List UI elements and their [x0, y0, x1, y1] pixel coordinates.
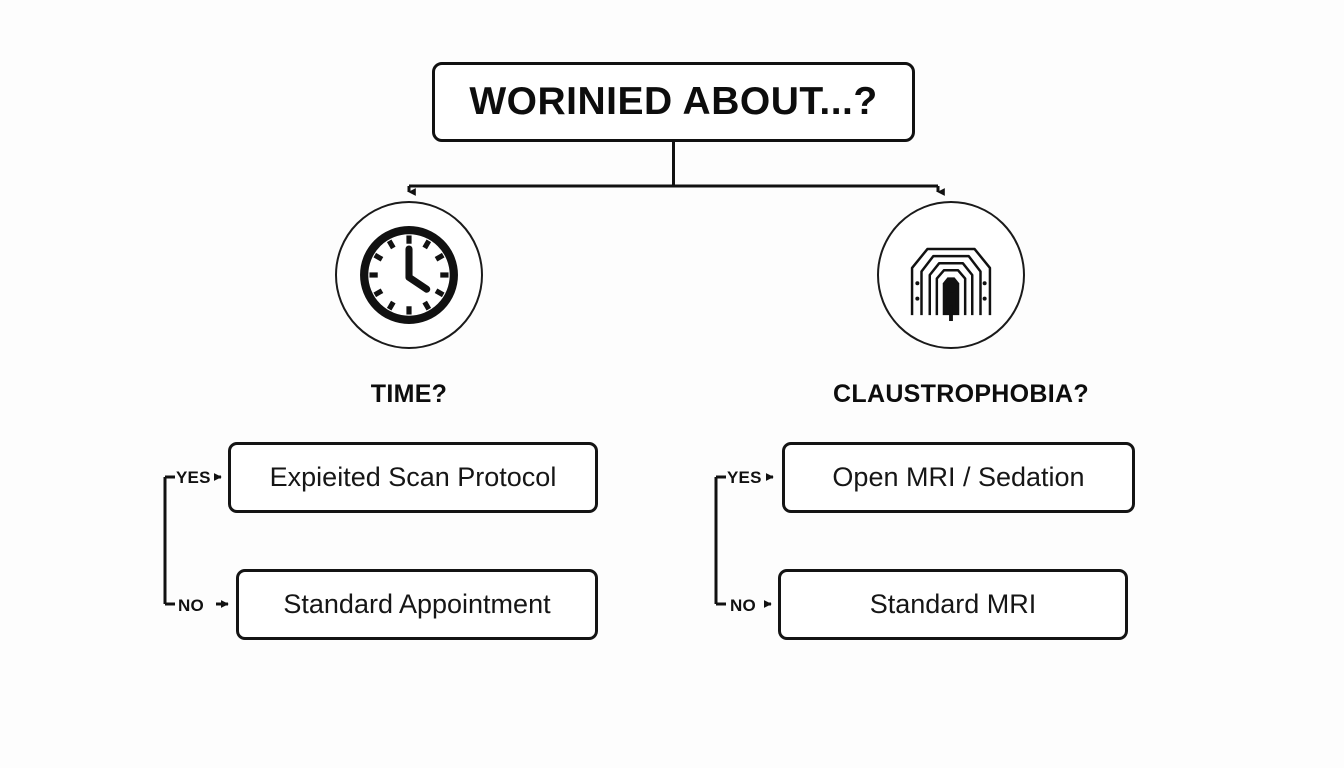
outcome-box-time-no[interactable]: Standard Appointment	[236, 569, 598, 640]
edge-label-claustrophobia-yes: YES	[727, 468, 762, 487]
outcome-label-time-no: Standard Appointment	[283, 589, 551, 619]
edge-label-time-no: NO	[178, 596, 204, 615]
branch-caption-time: TIME?	[370, 380, 448, 408]
clock-icon	[360, 226, 458, 324]
root-question-label: WORINIED ABOUT...?	[469, 80, 878, 123]
outcome-box-claustrophobia-yes[interactable]: Open MRI / Sedation	[782, 442, 1135, 513]
root-question-box[interactable]: WORINIED ABOUT...?	[432, 62, 915, 142]
outcome-box-claustrophobia-no[interactable]: Standard MRI	[778, 569, 1128, 640]
outcome-box-time-yes[interactable]: Expieited Scan Protocol	[228, 442, 598, 513]
branch-caption-claustrophobia: CLAUSTROPHOBIA?	[833, 380, 1089, 408]
outcome-label-claustrophobia-no: Standard MRI	[869, 589, 1037, 619]
branch-icon-claustrophobia[interactable]	[877, 201, 1025, 349]
edge-label-time-yes: YES	[176, 468, 211, 487]
branch-icon-time[interactable]	[335, 201, 483, 349]
outcome-label-claustrophobia-yes: Open MRI / Sedation	[832, 462, 1085, 492]
outcome-label-time-yes: Expieited Scan Protocol	[269, 462, 557, 492]
mri-tunnel-icon	[910, 247, 992, 322]
edge-label-claustrophobia-no: NO	[730, 596, 756, 615]
